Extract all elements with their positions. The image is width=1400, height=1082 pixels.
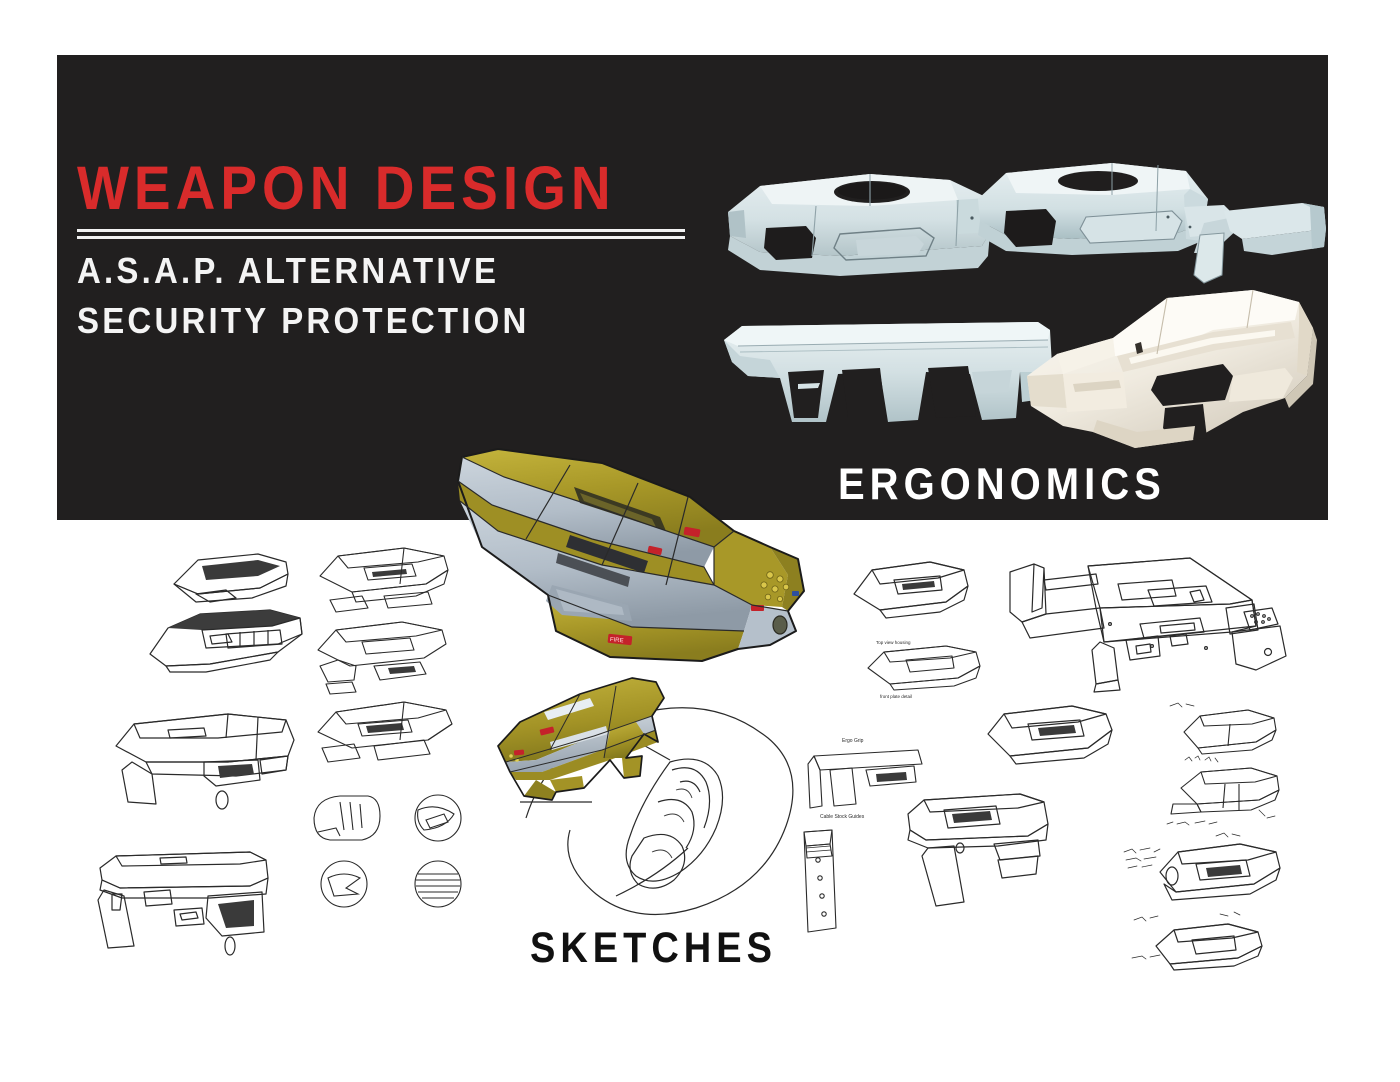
render-secondary bbox=[484, 672, 684, 802]
sketch-left-upper-forms bbox=[140, 548, 340, 678]
divider-rule-bottom bbox=[77, 236, 685, 239]
caption-ergonomics: ERGONOMICS bbox=[838, 460, 1166, 510]
sketch-left-pistol-a bbox=[108, 700, 308, 810]
caption-sketches: SKETCHES bbox=[530, 925, 777, 973]
sketch-right-technical-rifle bbox=[1000, 552, 1290, 693]
svg-text:Ergo Grip: Ergo Grip bbox=[842, 738, 864, 744]
page-title: WEAPON DESIGN bbox=[77, 152, 616, 223]
subtitle-line-1: A.S.A.P. ALTERNATIVE bbox=[77, 250, 500, 291]
sketch-panel-exploded-b bbox=[308, 610, 458, 700]
sketch-detail-circles bbox=[306, 792, 476, 912]
svg-text:FIRE: FIRE bbox=[610, 637, 624, 644]
sketch-grip-detail-b bbox=[898, 786, 1058, 916]
sketch-panel-exploded-c bbox=[308, 690, 463, 780]
title-block: WEAPON DESIGN A.S.A.P. ALTERNATIVE SECUR… bbox=[77, 152, 697, 341]
title-divider bbox=[77, 229, 685, 239]
hero-banner: WEAPON DESIGN A.S.A.P. ALTERNATIVE SECUR… bbox=[57, 55, 1328, 520]
prototype-foam-rifle-top-right bbox=[972, 155, 1328, 300]
divider-rule-top bbox=[77, 229, 685, 232]
sketch-right-form-b: Top view housing front plate detail bbox=[860, 640, 990, 700]
svg-text:Top view housing: Top view housing bbox=[876, 640, 911, 645]
sketch-grip-detail-a: Ergo Grip Cable Stock Guides bbox=[806, 730, 926, 820]
svg-text:Cable Stock Guides: Cable Stock Guides bbox=[820, 814, 865, 820]
sketch-left-pistol-b bbox=[90, 838, 290, 958]
sketch-right-annotated-b bbox=[1120, 830, 1300, 910]
prototype-foam-profile-bottom-left bbox=[720, 300, 1060, 425]
sketch-magazine-detail bbox=[796, 826, 846, 936]
sketch-right-form-d bbox=[1168, 700, 1288, 760]
sketch-right-annotated-a bbox=[1155, 752, 1305, 832]
prototype-printed-bullpup-right bbox=[1017, 280, 1328, 455]
sketch-right-form-c bbox=[980, 700, 1120, 770]
sketch-right-annotated-c bbox=[1130, 911, 1280, 972]
svg-text:front plate detail: front plate detail bbox=[880, 694, 912, 699]
sketch-panel-exploded-a bbox=[308, 538, 458, 628]
subtitle-line-2: SECURITY PROTECTION bbox=[77, 300, 530, 341]
sketch-right-form-a bbox=[846, 556, 976, 636]
prototype-foam-receiver-top-left bbox=[720, 160, 1010, 280]
render-hero: FIRE bbox=[452, 435, 822, 680]
